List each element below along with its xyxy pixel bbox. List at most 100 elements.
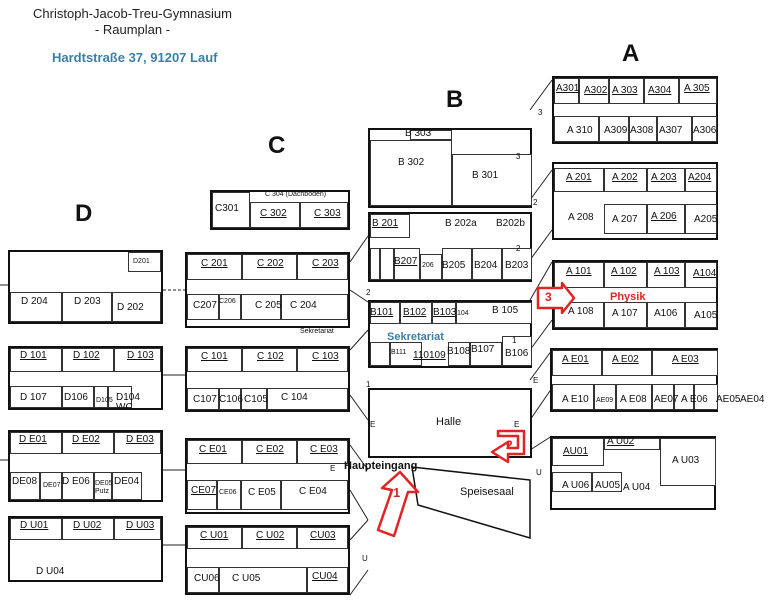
room-c302: C 302 (260, 208, 287, 219)
room-de06: D E06 (62, 476, 90, 487)
room-ae01: A E01 (562, 354, 589, 365)
room-au06: A U06 (562, 480, 590, 491)
room-au01: AU01 (563, 446, 589, 457)
room-b102: B102 (403, 307, 427, 318)
floor-indicator-e1: E (370, 420, 376, 429)
room-a105: A105 (694, 310, 718, 321)
d-floor-1 (8, 346, 163, 410)
room-b303: B 303 (405, 128, 432, 139)
floor-indicator-a3: 3 (538, 108, 543, 117)
room-ae04: AE04 (740, 394, 765, 405)
d-floor-u (8, 516, 163, 582)
arrow-2-number: 2 (506, 438, 513, 452)
room-a206: A 206 (651, 211, 677, 222)
room-c203: C 203 (312, 258, 339, 269)
room-b103: B103 (433, 307, 457, 318)
room-au02: A U02 (607, 436, 635, 447)
room-d107: D 107 (20, 392, 47, 403)
room-b101: B101 (370, 307, 394, 318)
c-floor-1 (185, 346, 350, 412)
room-d201: D201 (133, 258, 150, 265)
room-a309: A309 (604, 125, 628, 136)
wc-label: WC (116, 402, 133, 413)
physik-label: Physik (610, 291, 646, 303)
room-b107: B107 (471, 344, 495, 355)
room-du04: D U04 (36, 566, 65, 577)
room-au05: AU05 (595, 480, 621, 491)
room-b202b: B202b (496, 218, 525, 229)
putz-label: Putz (95, 488, 110, 495)
room-a102: A 102 (611, 266, 637, 277)
haupteingang-label: Haupteingang (344, 460, 418, 472)
b-floor-3 (368, 128, 532, 208)
room-c304: C 304 (Dachboden) (265, 191, 327, 198)
room-de04: DE04 (114, 476, 140, 487)
room-de05: DE05 (95, 480, 113, 487)
room-b206: 206 (422, 262, 434, 269)
room-ae07: AE07 (654, 394, 679, 405)
room-b201: B 201 (372, 218, 399, 229)
a-floor-2 (552, 162, 718, 240)
room-ce07: CE07 (191, 485, 217, 496)
speisesaal-label: Speisesaal (460, 486, 514, 498)
room-ae09: AE09 (596, 397, 614, 404)
room-b104: 104 (457, 310, 469, 317)
halle-label: Halle (436, 416, 462, 428)
room-a310: A 310 (567, 125, 593, 136)
floor-indicator-e3: E (514, 420, 520, 429)
room-a104: A104 (693, 268, 717, 279)
room-au03: A U03 (672, 455, 700, 466)
room-ae05: AE05 (716, 394, 741, 405)
room-c107: C107 (193, 394, 217, 405)
room-a203: A 203 (651, 172, 677, 183)
floor-indicator-e4: E (330, 464, 336, 473)
speisesaal-shape (411, 466, 531, 540)
room-d104: D104 (116, 392, 140, 403)
room-cu01: C U01 (200, 530, 229, 541)
room-ae08: A E08 (620, 394, 647, 405)
room-b110: 110 (413, 350, 429, 361)
room-b111: B111 (391, 349, 407, 356)
room-cu06: CU06 (194, 573, 220, 584)
room-cu05: C U05 (232, 573, 261, 584)
arrow-1-icon (376, 470, 420, 538)
room-c202: C 202 (257, 258, 284, 269)
room-de07: DE07 (43, 482, 61, 489)
room-du01: D U01 (20, 520, 49, 531)
room-c206: C206 (219, 298, 236, 305)
room-ae03: A E03 (672, 354, 699, 365)
wing-b-label: B (446, 86, 464, 113)
arrow-3-number: 3 (545, 290, 552, 304)
room-a301: A301 (556, 83, 580, 94)
room-ce01: C E01 (199, 444, 227, 455)
room-au04: A U04 (623, 482, 651, 493)
room-a101: A 101 (566, 266, 592, 277)
room-b202a: B 202a (445, 218, 477, 229)
room-a106: A106 (654, 308, 678, 319)
room-du03: D U03 (126, 520, 155, 531)
room-ae02: A E02 (612, 354, 639, 365)
room-d101: D 101 (20, 350, 47, 361)
room-a308: A308 (630, 125, 654, 136)
arrow-3-icon (536, 282, 576, 314)
room-d203: D 203 (74, 296, 101, 307)
room-cu03: CU03 (310, 530, 336, 541)
room-b207: B207 (394, 256, 418, 267)
c-floor-3 (210, 190, 350, 230)
room-c104: C 104 (281, 392, 308, 403)
room-c303: C 303 (314, 208, 341, 219)
room-ce03: C E03 (310, 444, 338, 455)
plan-subtitle: - Raumplan - (94, 22, 171, 37)
floor-indicator-b3: 3 (516, 152, 521, 161)
a-floor-u (550, 436, 716, 510)
room-a207: A 207 (612, 214, 638, 225)
school-name: Christoph-Jacob-Treu-Gymnasium (33, 6, 232, 21)
floor-indicator-u2: U (362, 554, 368, 563)
sekretariat-small-label: Sekretariat (300, 328, 334, 335)
room-b106: B106 (505, 348, 529, 359)
room-ae10: A E10 (562, 394, 589, 405)
a-floor-e (550, 348, 718, 412)
floor-indicator-c2: 2 (366, 288, 371, 297)
room-a107: A 107 (612, 308, 638, 319)
